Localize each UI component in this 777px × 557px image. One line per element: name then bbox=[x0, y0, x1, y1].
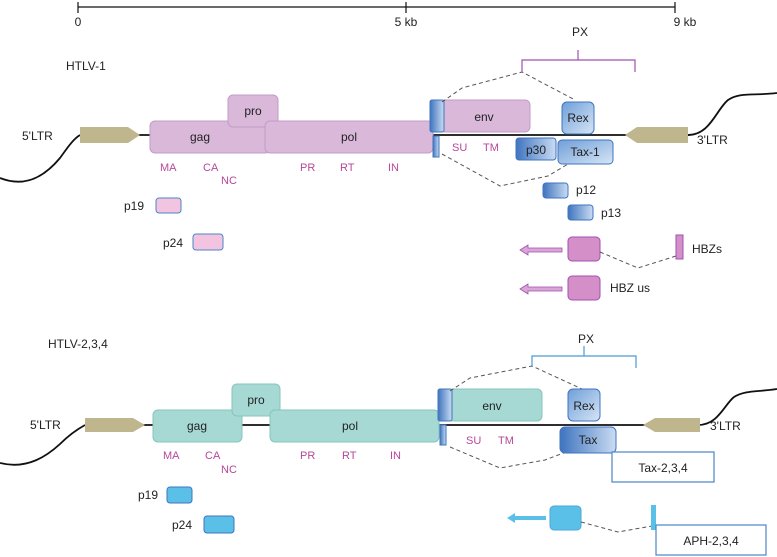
htlv1-p24-label: p24 bbox=[163, 236, 183, 250]
htlv1-ca-label: CA bbox=[203, 162, 219, 174]
htlv234-ltr5-box bbox=[85, 418, 145, 432]
htlv1-in-label: IN bbox=[388, 162, 399, 174]
htlv234-pro-label: pro bbox=[247, 393, 265, 407]
htlv234-tax234-callout bbox=[611, 451, 715, 483]
htlv1-p12-label: p12 bbox=[576, 183, 596, 197]
htlv234-splice-lower bbox=[449, 446, 575, 469]
htlv1-splice-marker bbox=[432, 135, 440, 158]
scale-label-5kb: 5 kb bbox=[395, 15, 418, 29]
htlv1-tax-box bbox=[557, 139, 614, 165]
htlv234-aph-exon1 bbox=[549, 505, 582, 531]
htlv234-p24-label: p24 bbox=[172, 518, 192, 532]
htlv1-ltr3-label: 3'LTR bbox=[697, 133, 728, 147]
htlv1-hbzs-exon1 bbox=[567, 236, 601, 262]
htlv234-gag-box bbox=[152, 409, 243, 443]
htlv234-px-label: PX bbox=[578, 332, 594, 346]
htlv234-tax234-label: Tax-2,3,4 bbox=[638, 461, 688, 475]
htlv234-pol-box bbox=[269, 409, 440, 443]
htlv234-ltr5-label: 5'LTR bbox=[30, 418, 61, 432]
htlv1-p12-box bbox=[542, 182, 569, 199]
htlv234-aph-callout bbox=[655, 524, 767, 556]
htlv1-ltr5-box bbox=[80, 127, 140, 143]
scale-bar: 0 5 kb 9 kb bbox=[75, 2, 697, 29]
htlv234-aph-arrow bbox=[507, 513, 546, 523]
htlv1-hbzus-box bbox=[567, 275, 601, 301]
htlv1-pro-label: pro bbox=[244, 104, 262, 118]
htlv234-px-bracket bbox=[531, 355, 637, 368]
htlv1-pol-label: pol bbox=[341, 130, 357, 144]
htlv1-tm-label: TM bbox=[483, 142, 499, 154]
htlv1-env-label: env bbox=[474, 110, 493, 124]
htlv234-p19-label: p19 bbox=[138, 488, 158, 502]
htlv234-right-tail bbox=[697, 388, 777, 426]
htlv1-ltr5-label: 5'LTR bbox=[22, 129, 53, 143]
htlv234-tax-label: Tax bbox=[579, 433, 598, 447]
htlv1-left-tail bbox=[0, 134, 81, 183]
htlv234-tax-box bbox=[559, 426, 617, 454]
htlv234-in-label: IN bbox=[390, 450, 401, 462]
htlv1-nc-label: NC bbox=[221, 175, 237, 187]
htlv234-env-start-marker bbox=[437, 388, 453, 422]
htlv1-rt-label: RT bbox=[340, 162, 355, 174]
htlv234-ca-label: CA bbox=[205, 450, 221, 462]
htlv234-su-label: SU bbox=[466, 435, 481, 447]
htlv234-gag-label: gag bbox=[187, 419, 207, 433]
htlv1-p19-label: p19 bbox=[124, 199, 144, 213]
htlv1-ma-label: MA bbox=[160, 162, 177, 174]
htlv1-ltr3-box bbox=[625, 127, 688, 143]
htlv234-p19-box bbox=[166, 486, 193, 504]
htlv234-env-label: env bbox=[482, 399, 501, 413]
htlv1-p13-label: p13 bbox=[601, 206, 621, 220]
htlv1-p24-box bbox=[192, 233, 224, 251]
htlv1-tax-label: Tax-1 bbox=[570, 145, 600, 159]
htlv234-title: HTLV-2,3,4 bbox=[48, 337, 108, 351]
htlv1-px-label: PX bbox=[572, 25, 588, 39]
htlv1-hbzs-label: HBZs bbox=[692, 242, 722, 256]
htlv234-tm-label: TM bbox=[498, 435, 514, 447]
htlv1-su-label: SU bbox=[452, 142, 467, 154]
scale-label-9kb: 9 kb bbox=[674, 15, 697, 29]
htlv234-pol-label: pol bbox=[342, 419, 358, 433]
htlv1-right-tail bbox=[687, 92, 777, 136]
htlv1-hbzs-exon2 bbox=[675, 234, 684, 260]
htlv234-left-tail bbox=[0, 424, 86, 466]
htlv1-pr-label: PR bbox=[300, 162, 315, 174]
htlv234-ltr3-label: 3'LTR bbox=[710, 419, 741, 433]
htlv234-rex-box bbox=[567, 388, 601, 422]
htlv1-splice-upper bbox=[441, 71, 576, 103]
htlv234-pro-box bbox=[231, 383, 281, 417]
htlv234-p24-box bbox=[203, 515, 235, 534]
htlv234-aph-splice bbox=[580, 521, 653, 533]
htlv234-ma-label: MA bbox=[163, 450, 180, 462]
htlv234-rt-label: RT bbox=[342, 450, 357, 462]
htlv234-genome: HTLV-2,3,4 5'LTR 3'LTR gag pro pol env M… bbox=[0, 332, 777, 556]
htlv1-p13-box bbox=[567, 204, 594, 221]
htlv234-aph-label: APH-2,3,4 bbox=[683, 534, 739, 548]
htlv234-pr-label: PR bbox=[300, 450, 315, 462]
htlv1-hbzus-arrow bbox=[519, 283, 563, 295]
htlv234-splice-upper bbox=[449, 365, 583, 392]
scale-label-0: 0 bbox=[75, 15, 82, 29]
htlv1-hbzs-arrow bbox=[519, 244, 563, 256]
htlv1-genome: HTLV-1 5'LTR 3'LTR gag pro pol env MA CA… bbox=[0, 25, 777, 301]
htlv1-gag-label: gag bbox=[190, 130, 210, 144]
htlv1-p30-label: p30 bbox=[526, 143, 546, 157]
htlv1-rex-box bbox=[561, 101, 595, 135]
htlv234-splice-marker bbox=[439, 424, 447, 446]
htlv1-hbzus-label: HBZ us bbox=[610, 281, 650, 295]
htlv1-title: HTLV-1 bbox=[66, 59, 106, 73]
htlv1-env-start-marker bbox=[429, 99, 445, 133]
htlv234-rex-label: Rex bbox=[573, 399, 594, 413]
htlv1-pro-box bbox=[227, 94, 279, 128]
htlv234-aph-exon2 bbox=[651, 505, 656, 530]
htlv1-p19-box bbox=[155, 197, 182, 214]
htlv234-ltr3-box bbox=[643, 418, 700, 432]
htlv1-p30-box bbox=[515, 137, 557, 161]
htlv1-px-bracket bbox=[521, 59, 636, 72]
htlv234-nc-label: NC bbox=[221, 464, 237, 476]
htlv1-rex-label: Rex bbox=[567, 111, 588, 125]
htlv1-hbzs-splice bbox=[599, 251, 677, 269]
